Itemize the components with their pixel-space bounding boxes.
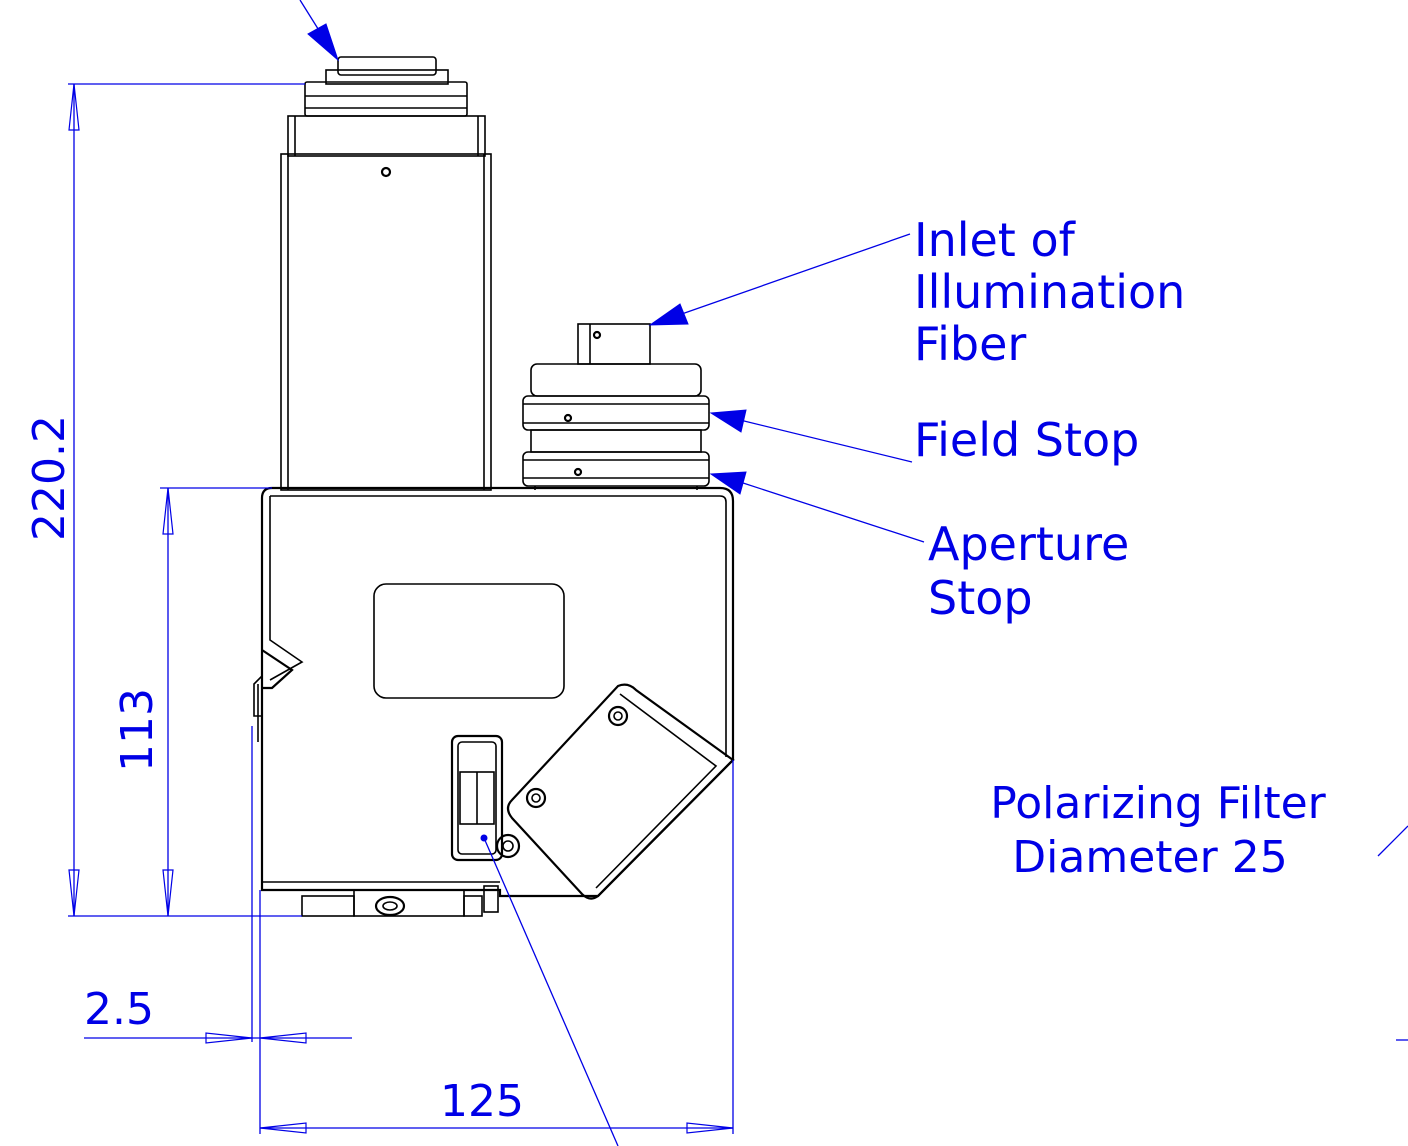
slider-leader: [483, 837, 619, 1146]
svg-text:Fiber: Fiber: [914, 317, 1026, 371]
field-stop-ring: [522, 395, 710, 431]
camera-adapter-ring: [325, 69, 449, 85]
slider-screw: [495, 833, 521, 859]
field-stop-leader: [739, 419, 913, 463]
dimension-width: 125: [440, 1076, 524, 1127]
label-polarizing-filter: Polarizing Filter Diameter 25: [990, 778, 1326, 883]
tube-screw: [380, 166, 392, 178]
bottom-screw: [374, 895, 406, 917]
illumination-housing: [530, 363, 702, 397]
svg-text:Inlet of: Inlet of: [914, 213, 1077, 267]
label-window: [373, 583, 565, 699]
svg-text:Aperture: Aperture: [928, 517, 1129, 571]
dimension-total-height: 220.2: [24, 415, 75, 541]
leader-lines: [299, 0, 1408, 1146]
camera-leader-arrow: [307, 23, 340, 62]
aperture-stop-ring: [522, 451, 710, 487]
svg-text:Polarizing Filter: Polarizing Filter: [990, 778, 1326, 829]
camera-adapter-top: [337, 56, 437, 76]
tube-collar: [287, 115, 486, 157]
label-aperture-stop: Aperture Stop: [928, 517, 1129, 625]
camera-adapter-base: [304, 81, 468, 117]
illumination-assembly: [522, 323, 710, 490]
dimension-offset: 2.5: [84, 984, 154, 1035]
filter-leader: [1377, 825, 1408, 857]
svg-text:Illumination: Illumination: [914, 265, 1185, 319]
label-field-stop: Field Stop: [914, 413, 1139, 467]
upper-tube: [280, 56, 492, 491]
dimension-base-height: 113: [112, 688, 163, 772]
aperture-stop-leader: [739, 481, 925, 543]
svg-text:Diameter 25: Diameter 25: [1012, 832, 1287, 883]
polarizing-filter-plate: [506, 683, 735, 900]
plate-screw-top: [607, 705, 629, 727]
dimension-lines: [68, 83, 734, 1134]
fiber-inlet: [577, 323, 651, 365]
bottom-flange-left: [301, 895, 355, 917]
housing-outline: [260, 486, 735, 898]
svg-text:Stop: Stop: [928, 571, 1033, 625]
tube-body: [280, 153, 492, 491]
inlet-leader: [675, 233, 911, 317]
label-illumination-inlet: Inlet of Illumination Fiber: [914, 213, 1185, 371]
plate-screw-left: [525, 787, 547, 809]
polarizer-slider: [450, 734, 504, 862]
main-housing: [253, 486, 735, 917]
